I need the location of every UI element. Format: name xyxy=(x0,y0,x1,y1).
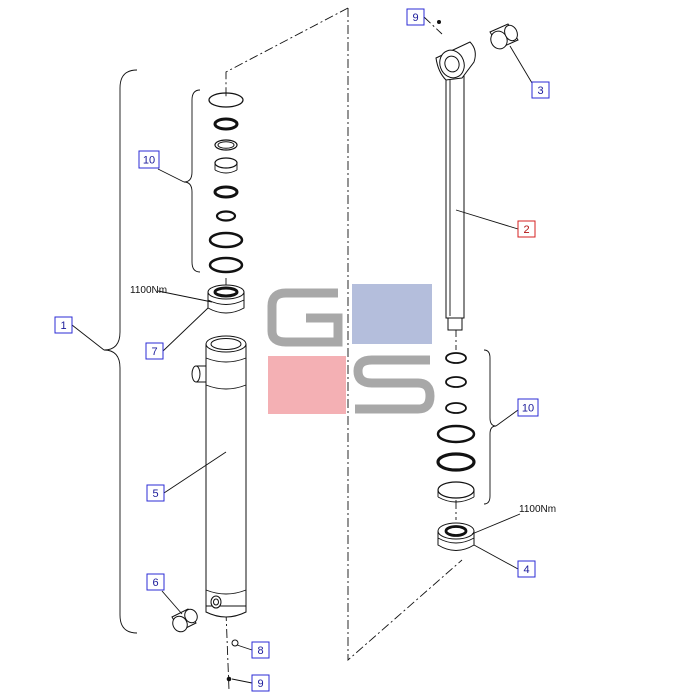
callout-10-left[interactable]: 10 xyxy=(138,150,160,169)
svg-text:10: 10 xyxy=(522,403,534,415)
svg-text:4: 4 xyxy=(523,564,529,576)
callout-9-top[interactable]: 9 xyxy=(406,8,425,26)
center-lines xyxy=(225,7,463,691)
callout-9-bottom[interactable]: 9 xyxy=(251,674,270,692)
svg-text:7: 7 xyxy=(151,346,157,358)
gs-watermark-logo xyxy=(267,284,435,414)
callout-1[interactable]: 1 xyxy=(54,316,73,334)
bushing-top xyxy=(489,23,519,50)
piston-rod xyxy=(435,41,476,331)
piston xyxy=(437,522,475,551)
callout-2[interactable]: 2 xyxy=(517,220,536,238)
torque-label-gland: 1100Nm xyxy=(130,285,167,296)
logo-letter-g xyxy=(267,288,343,347)
svg-text:1: 1 xyxy=(60,320,66,332)
svg-text:9: 9 xyxy=(257,678,263,690)
callout-10-right[interactable]: 10 xyxy=(517,398,539,417)
callout-5[interactable]: 5 xyxy=(146,484,165,502)
logo-pink-square xyxy=(268,356,346,414)
svg-text:2: 2 xyxy=(523,224,529,236)
svg-text:6: 6 xyxy=(152,577,158,589)
gland-nut xyxy=(207,284,245,314)
svg-text:9: 9 xyxy=(412,12,418,24)
bushing-bottom xyxy=(171,608,198,633)
svg-text:10: 10 xyxy=(143,155,155,167)
svg-text:8: 8 xyxy=(257,645,263,657)
cylinder-barrel xyxy=(191,335,247,618)
callout-8[interactable]: 8 xyxy=(251,641,270,659)
leader-lines xyxy=(71,45,533,684)
callout-3[interactable]: 3 xyxy=(531,81,550,99)
logo-blue-square xyxy=(352,284,432,344)
svg-text:3: 3 xyxy=(537,85,543,97)
right-seal-kit xyxy=(436,352,476,503)
small-parts xyxy=(226,20,441,682)
svg-text:5: 5 xyxy=(152,488,158,500)
callout-4[interactable]: 4 xyxy=(517,560,536,578)
callout-6[interactable]: 6 xyxy=(146,573,165,591)
torque-label-piston: 1100Nm xyxy=(519,504,556,515)
callout-7[interactable]: 7 xyxy=(145,342,164,360)
left-seal-kit xyxy=(208,92,244,274)
logo-letter-s xyxy=(353,355,435,414)
